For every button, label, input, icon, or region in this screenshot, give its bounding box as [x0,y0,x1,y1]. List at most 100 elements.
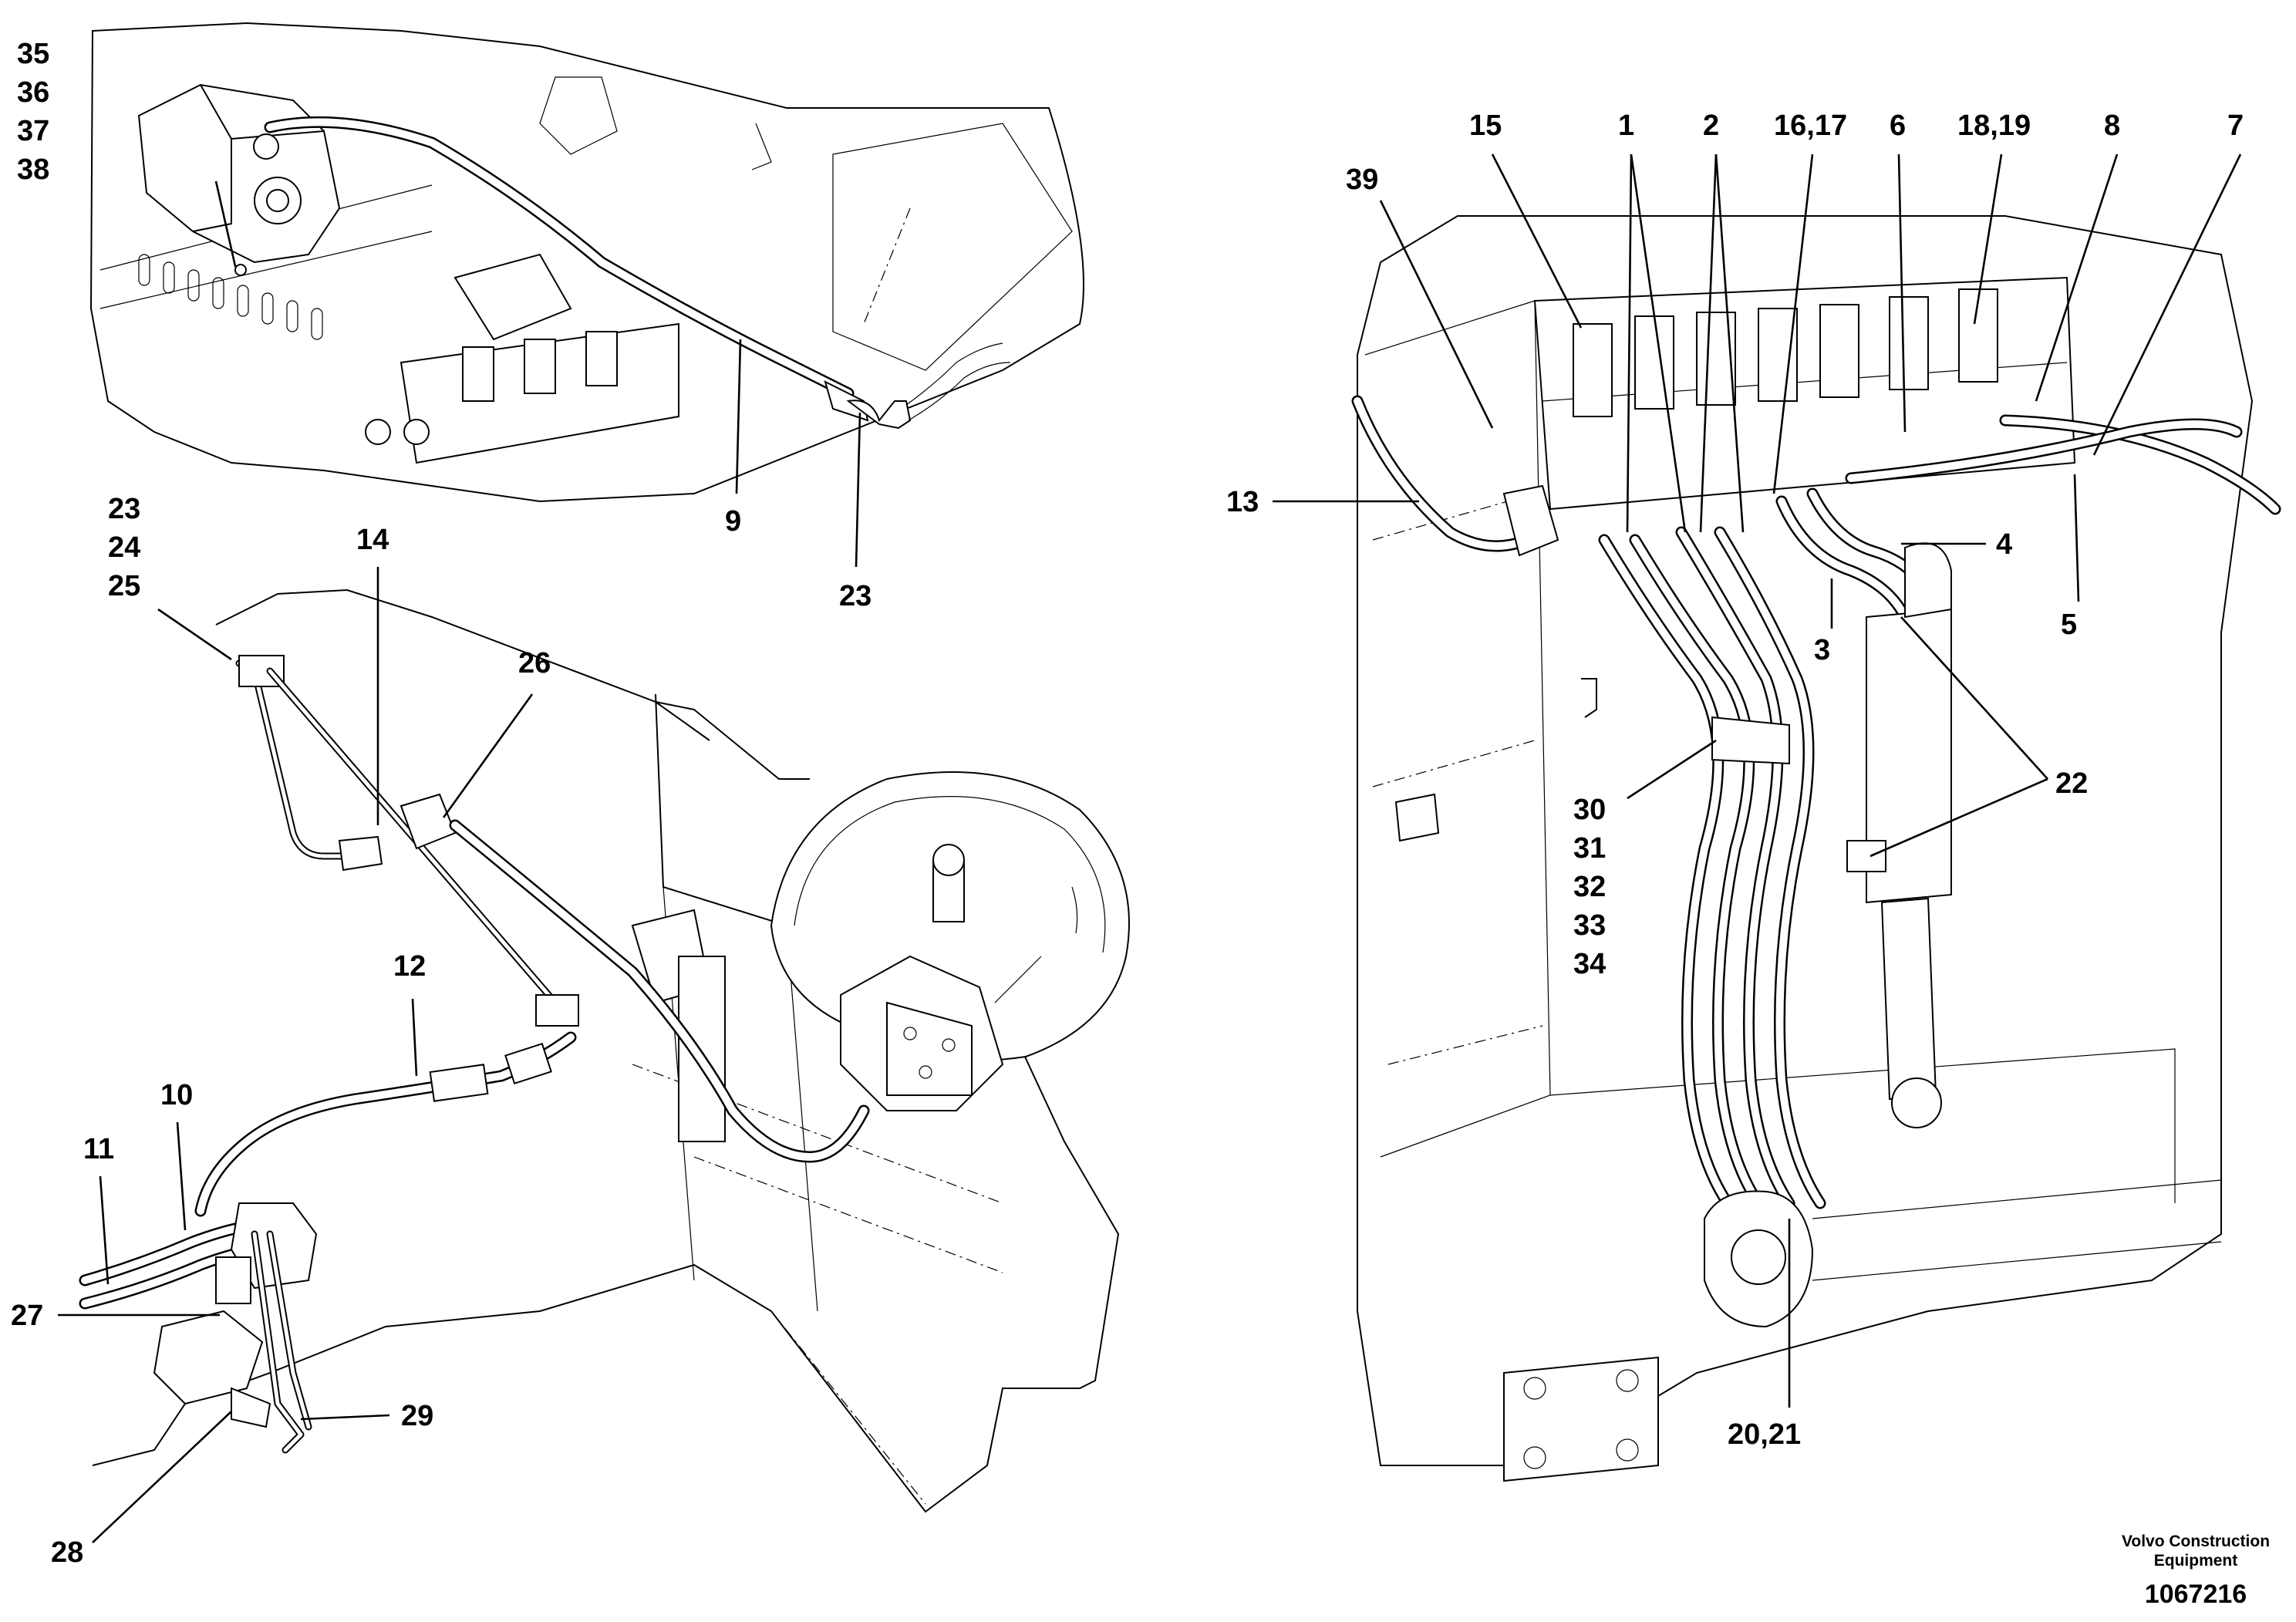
solenoid-2b [1819,304,1859,398]
leader-1b [1630,153,1687,533]
callout-8: 8 [2104,110,2120,142]
valve-block [1533,276,2076,511]
leader-26 [442,693,534,818]
callout-16-17: 16,17 [1774,110,1847,142]
callout-3: 3 [1814,634,1830,666]
leader-2b [1714,153,1745,533]
callout-14: 14 [356,524,389,556]
callout-10: 10 [160,1079,193,1111]
leader-10 [176,1121,187,1231]
callout-38: 38 [17,153,49,186]
brand-line-1: Volvo Construction [2122,1533,2270,1550]
callout-23-b: 23 [108,493,140,525]
hose-26 [400,793,870,1163]
leader-15 [1491,153,1583,329]
callout-2: 2 [1703,110,1719,142]
solenoid-15 [1573,323,1613,417]
drum-shaft-pivot [1503,1179,2222,1482]
frame-front [1364,300,1551,1158]
callout-26: 26 [518,647,551,679]
frame-side [655,693,787,926]
callout-20-21: 20,21 [1728,1418,1801,1451]
bracket-plate [678,956,726,1142]
callout-25: 25 [108,570,140,602]
fitting-38 [234,264,247,276]
callout-23: 23 [839,580,872,612]
callout-28: 28 [51,1536,83,1569]
frame-slot [751,123,772,170]
frame-tab [1394,793,1440,842]
footer: Volvo Construction Equipment 1067216 [2122,1533,2270,1609]
hydraulic-pump [137,83,341,264]
leader-23a [855,412,861,568]
callout-34: 34 [1573,948,1606,980]
leader-22b [1870,777,2048,858]
callout-35: 35 [17,38,49,70]
solenoid-1 [1634,315,1674,410]
frame-outline-right [1357,215,2254,1466]
callout-15: 15 [1469,110,1502,142]
leader-16-17 [1772,153,1814,494]
view-bottom-left [58,567,1130,1543]
solenoid-1b [1696,312,1736,406]
callout-39: 39 [1346,164,1378,196]
hoses-8-7 [1845,414,2281,515]
hidden-line [863,207,911,325]
frame-base [1549,1048,2176,1203]
frame-outline [89,22,1084,503]
hidden-lines [632,1064,1003,1505]
callout-36: 36 [17,76,49,109]
callout-9: 9 [725,505,741,538]
callout-labels: 35 36 37 38 9 23 23 24 25 14 26 12 10 11… [11,38,2244,1569]
brand-line-2: Equipment [2154,1552,2238,1570]
callout-33: 33 [1573,909,1606,942]
leader-9 [735,339,742,494]
frame-hook [1581,678,1597,718]
hoses-bundle-30 [1598,526,1826,1209]
callout-4: 4 [1996,528,2012,561]
callout-30: 30 [1573,794,1606,826]
leader-25 [157,608,232,661]
callout-6: 6 [1890,110,1906,142]
document-number: 1067216 [2145,1580,2247,1609]
frame-top-rail [655,701,810,780]
leader-1a [1626,153,1633,533]
frame-upper-edge [215,588,710,741]
callout-1: 1 [1618,110,1634,142]
callout-22: 22 [2055,767,2088,800]
frame-slots-row [138,254,323,340]
leader-5 [2073,474,2080,602]
leader-12 [411,998,418,1077]
leader-28 [92,1411,232,1543]
callout-29: 29 [401,1400,433,1432]
callout-11: 11 [83,1133,114,1165]
leader-7 [2092,153,2242,456]
leader-22a [1900,616,2048,780]
callout-18-19: 18,19 [1957,110,2031,142]
leader-2a [1699,153,1718,533]
suction-hose-9 [264,116,1011,430]
callout-27: 27 [11,1300,43,1332]
callout-13: 13 [1226,486,1259,518]
solenoid-6 [1958,288,1998,383]
callout-24: 24 [108,531,140,564]
frame-panel [832,123,1073,371]
valve-block-top [365,253,679,464]
view-top-left [89,22,1084,568]
leader-11 [99,1175,110,1285]
callout-37: 37 [17,115,49,147]
leader-8 [2035,153,2119,402]
leader-6 [1897,153,1907,433]
valve-assembly-left [153,1202,318,1454]
leader-39 [1379,200,1494,429]
solenoid-2 [1758,308,1798,402]
leader-18-19 [1973,153,2003,325]
view-right [1273,153,2281,1482]
solenoid-16 [1889,296,1929,390]
hydraulic-cylinder [1846,542,1952,1128]
hose-13 [1351,395,1559,557]
callout-7: 7 [2227,110,2244,142]
frame-cutout [539,76,618,155]
